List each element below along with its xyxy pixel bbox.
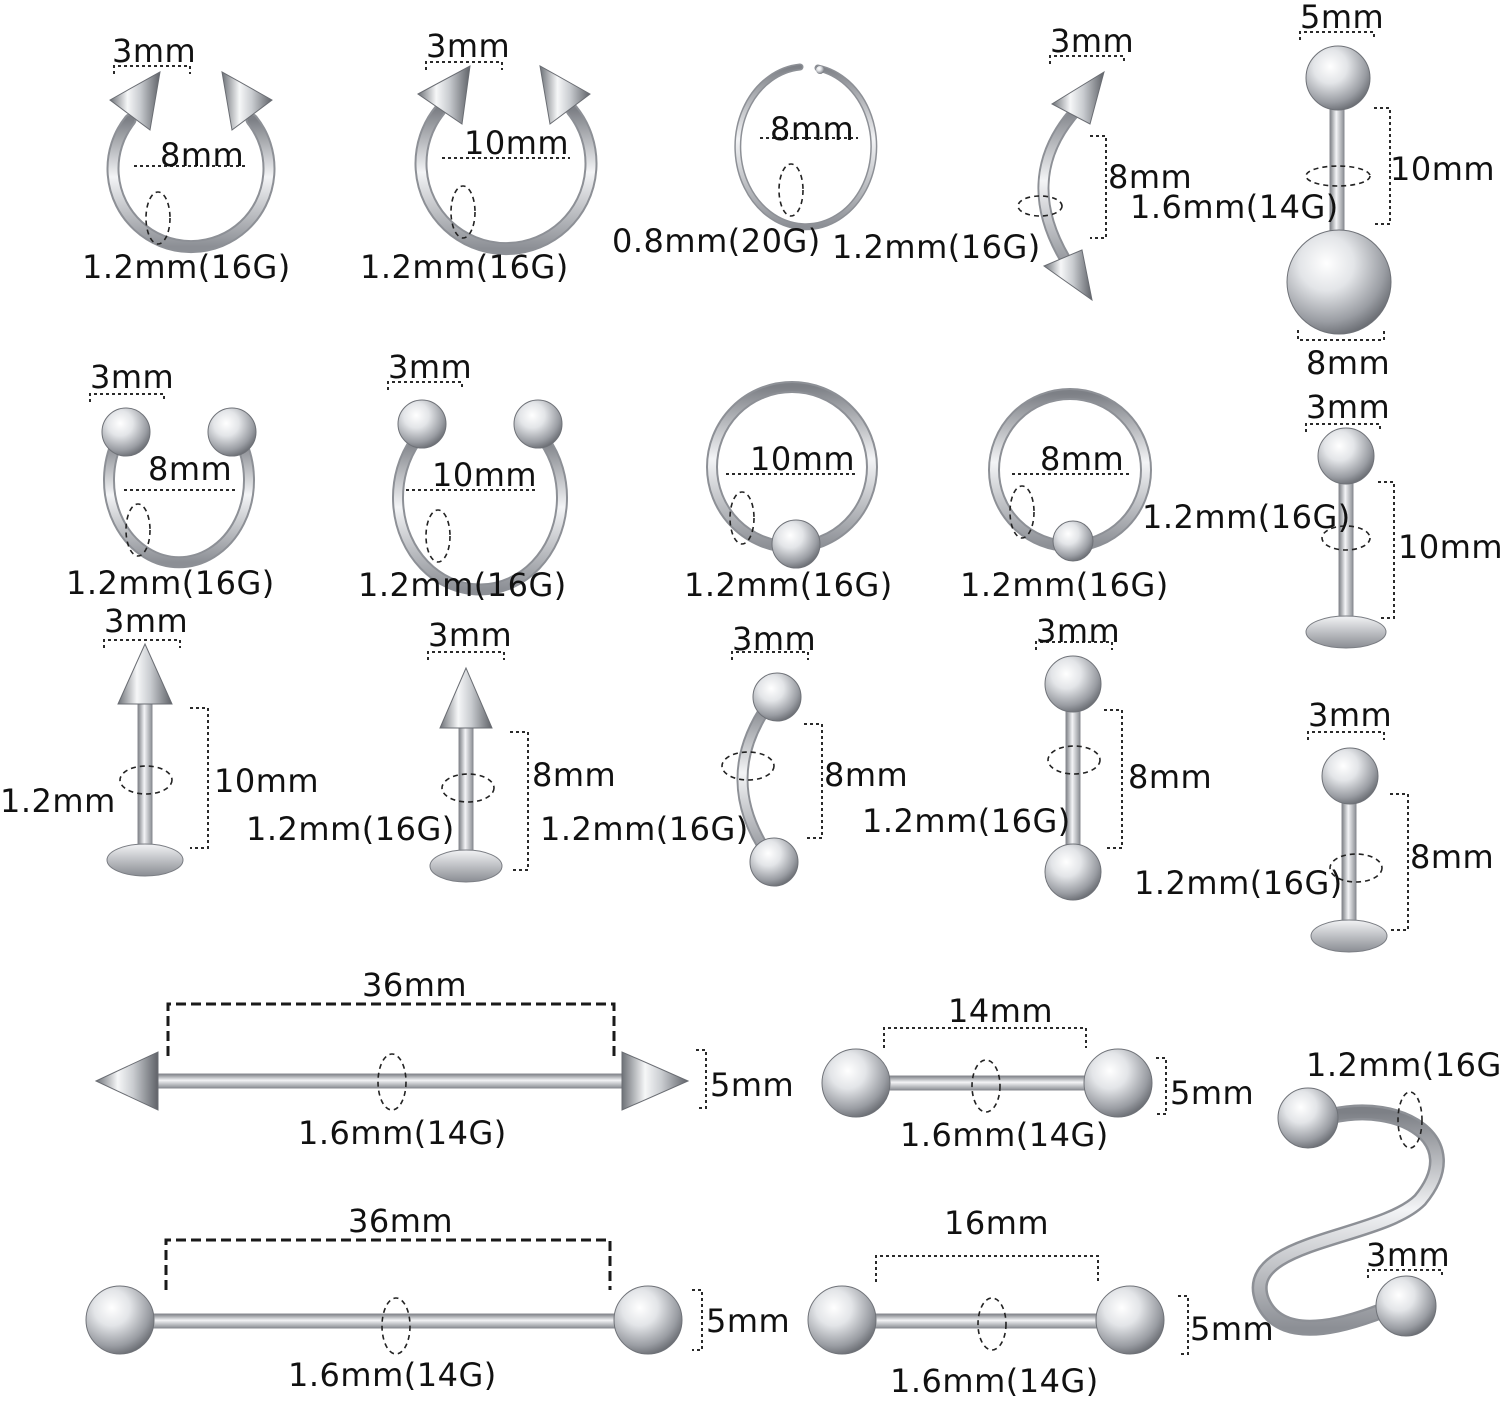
length-label: 16mm: [944, 1204, 1049, 1242]
straight-barbell: 3mm 8mm 1.2mm(16G): [862, 612, 1212, 901]
gauge-label: 1.2mm(16G): [862, 802, 1071, 840]
gauge-label: 1.2mm(16G): [1306, 1046, 1500, 1084]
captive-ring-10: 10mm 1.2mm(16G): [684, 381, 893, 604]
diameter-label: 10mm: [464, 124, 569, 162]
diameter-label: 10mm: [432, 456, 537, 494]
gauge-label: 1.2mm(16G): [360, 248, 569, 286]
length-label: 8mm: [1410, 838, 1494, 876]
gauge-label: 1.2mm(16G): [684, 566, 893, 604]
labret-ball-10: 3mm 1.2mm(16G) 10mm: [1142, 388, 1500, 649]
ball-size-label: 3mm: [732, 620, 816, 658]
spike-icon: [117, 642, 173, 705]
spiral-twist: 1.2mm(16G) 3mm: [1251, 1046, 1500, 1337]
ball-size-label: 3mm: [1306, 388, 1390, 426]
ball-size-label: 3mm: [104, 602, 188, 640]
ball-size-label: 3mm: [388, 348, 472, 386]
barbell-16: 16mm 5mm 1.6mm(14G): [807, 1204, 1274, 1400]
nose-hoop: 8mm 0.8mm(20G): [612, 63, 878, 260]
gauge-label: 1.2mm(16G): [1142, 498, 1351, 536]
ball-size-label: 3mm: [90, 358, 174, 396]
industrial-ball: 36mm 5mm 1.6mm(14G): [85, 1202, 790, 1394]
belly-ring: 5mm 10mm 1.6mm(14G) 8mm: [1130, 0, 1495, 382]
diameter-label: 8mm: [770, 110, 854, 148]
spike-icon: [109, 71, 161, 131]
gauge-label: 1.2mm(16G): [82, 248, 291, 286]
gauge-label: 1.6mm(14G): [288, 1356, 497, 1394]
length-label: 36mm: [362, 966, 467, 1004]
spike-icon: [1042, 249, 1093, 302]
spike-icon: [417, 65, 471, 125]
bottom-ball-label: 8mm: [1306, 344, 1390, 382]
gauge-label: 1.6mm(14G): [890, 1362, 1099, 1400]
gauge-label: 1.6mm(14G): [298, 1114, 507, 1152]
ball-size-label: 5mm: [710, 1066, 794, 1104]
ball-size-label: 5mm: [1170, 1074, 1254, 1112]
labret-spike-10: 3mm 1.2mm 10mm: [0, 602, 319, 877]
spike-icon: [221, 71, 273, 131]
gauge-label: 1.2mm(16G): [540, 810, 749, 848]
diameter-label: 8mm: [160, 136, 244, 174]
ball-size-label: 5mm: [706, 1302, 790, 1340]
length-label: 8mm: [1128, 758, 1212, 796]
diameter-label: 8mm: [148, 450, 232, 488]
gauge-label: 1.2mm(16G): [1134, 864, 1343, 902]
top-ball-label: 5mm: [1300, 0, 1384, 36]
ball-size-label: 3mm: [1050, 22, 1134, 60]
barbell-14: 14mm 5mm 1.6mm(14G): [821, 992, 1254, 1154]
horseshoe-spike-10: 3mm 10mm 1.2mm(16G): [360, 27, 598, 286]
ball-size-label: 3mm: [426, 27, 510, 65]
ball-size-label: 3mm: [1036, 612, 1120, 650]
horseshoe-spike-8: 3mm 8mm 1.2mm(16G): [82, 32, 291, 286]
curved-ball: 3mm 8mm 1.2mm(16G): [540, 620, 908, 887]
horseshoe-ball-10: 3mm 10mm 1.2mm(16G): [358, 348, 568, 604]
diameter-label: 10mm: [750, 440, 855, 478]
labret-spike-8: 3mm 8mm 1.2mm(16G): [246, 616, 616, 883]
length-label: 14mm: [948, 992, 1053, 1030]
gauge-label: 1.2mm(16G): [246, 810, 455, 848]
gauge-label: 1.6mm(14G): [900, 1116, 1109, 1154]
spike-icon: [539, 65, 591, 125]
gauge-label: 1.2mm(16G): [960, 566, 1169, 604]
gauge-label: 1.2mm(16G): [832, 228, 1041, 266]
ball-size-label: 3mm: [1308, 696, 1392, 734]
ball-size-label: 3mm: [1366, 1236, 1450, 1274]
ball-size-label: 3mm: [428, 616, 512, 654]
gauge-label: 0.8mm(20G): [612, 222, 821, 260]
ball-size-label: 3mm: [112, 32, 196, 70]
gauge-label: 1.6mm(14G): [1130, 188, 1339, 226]
length-label: 10mm: [214, 762, 319, 800]
length-label: 10mm: [1390, 150, 1495, 188]
industrial-spike: 36mm 5mm 1.6mm(14G): [94, 966, 794, 1152]
spike-icon: [439, 666, 493, 729]
length-label: 8mm: [532, 756, 616, 794]
curved-spike: 3mm 8mm 1.2mm(16G): [832, 22, 1192, 302]
length-label: 36mm: [348, 1202, 453, 1240]
spike-icon: [621, 1051, 690, 1111]
labret-ball-8: 3mm 8mm 1.2mm(16G): [1134, 696, 1494, 953]
spike-icon: [1050, 70, 1105, 125]
ball-size-label: 5mm: [1190, 1310, 1274, 1348]
gauge-label: 1.2mm: [0, 782, 116, 820]
captive-ring-8: 8mm 1.2mm(16G): [960, 388, 1169, 604]
length-label: 10mm: [1398, 528, 1500, 566]
spike-icon: [94, 1051, 159, 1111]
gauge-label: 1.2mm(16G): [358, 566, 567, 604]
length-label: 8mm: [824, 756, 908, 794]
diameter-label: 8mm: [1040, 440, 1124, 478]
gauge-label: 1.2mm(16G): [66, 564, 275, 602]
length-label: 8mm: [1108, 158, 1192, 196]
horseshoe-ball-8: 3mm 8mm 1.2mm(16G): [66, 358, 275, 602]
